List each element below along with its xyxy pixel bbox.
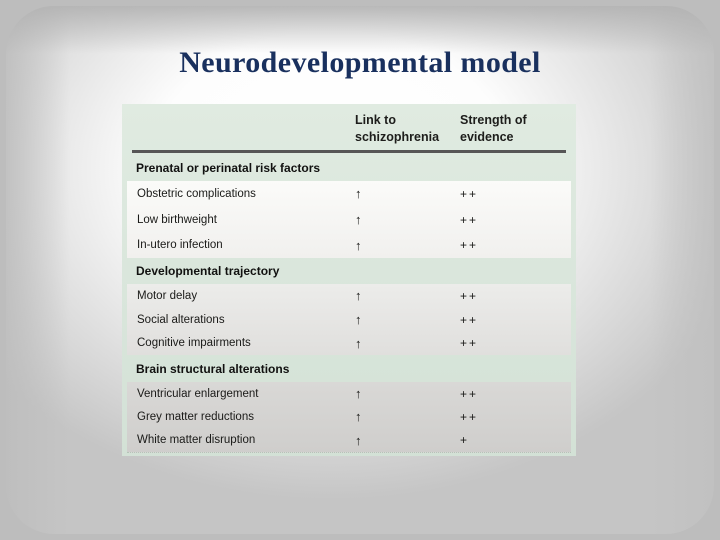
- up-arrow-icon: ↑: [355, 186, 362, 202]
- strength-value: ++: [460, 186, 479, 201]
- table-row: Cognitive impairments ↑ ++: [127, 331, 571, 355]
- strength-value: ++: [460, 288, 479, 303]
- column-header-strength-of-evidence: Strength of evidence: [460, 113, 527, 144]
- evidence-table: Link to schizophrenia Strength of eviden…: [122, 104, 576, 456]
- strength-value: ++: [460, 212, 479, 227]
- row-group-developmental: Motor delay ↑ ++ Social alterations ↑ ++…: [127, 284, 571, 355]
- risk-factor-label: Motor delay: [137, 289, 198, 302]
- risk-factor-label: Ventricular enlargement: [137, 387, 259, 400]
- up-arrow-icon: ↑: [355, 386, 362, 402]
- risk-factor-label: White matter disruption: [137, 434, 256, 447]
- row-group-brain-structural: Ventricular enlargement ↑ ++ Grey matter…: [127, 382, 571, 453]
- risk-factor-label: In-utero infection: [137, 239, 223, 252]
- section-header-prenatal: Prenatal or perinatal risk factors: [136, 160, 321, 175]
- column-header-link-to-schizophrenia: Link to schizophrenia: [355, 113, 440, 144]
- table-row: Obstetric complications ↑ ++: [127, 181, 571, 207]
- table-row: Ventricular enlargement ↑ ++: [127, 382, 571, 405]
- table-row: Grey matter reductions ↑ ++: [127, 405, 571, 428]
- strength-value: ++: [460, 409, 479, 424]
- up-arrow-icon: ↑: [355, 288, 362, 304]
- row-group-prenatal: Obstetric complications ↑ ++ Low birthwe…: [127, 181, 571, 258]
- risk-factor-label: Grey matter reductions: [137, 410, 254, 423]
- table-row: Motor delay ↑ ++: [127, 284, 571, 308]
- risk-factor-label: Cognitive impairments: [137, 337, 251, 350]
- up-arrow-icon: ↑: [355, 335, 362, 351]
- up-arrow-icon: ↑: [355, 237, 362, 253]
- table-row: In-utero infection ↑ ++: [127, 232, 571, 258]
- up-arrow-icon: ↑: [355, 312, 362, 327]
- table-row: White matter disruption ↑ +: [127, 429, 571, 452]
- strength-value: +: [460, 433, 470, 448]
- up-arrow-icon: ↑: [355, 409, 362, 425]
- strength-value: ++: [460, 386, 479, 401]
- strength-value: ++: [460, 312, 479, 327]
- up-arrow-icon: ↑: [355, 432, 362, 448]
- risk-factor-label: Obstetric complications: [137, 187, 256, 200]
- risk-factor-label: Low birthweight: [137, 213, 217, 226]
- strength-value: ++: [460, 238, 479, 253]
- strength-value: ++: [460, 336, 479, 351]
- risk-factor-label: Social alterations: [137, 313, 225, 326]
- up-arrow-icon: ↑: [355, 212, 362, 227]
- table-row: Low birthweight ↑ ++: [127, 207, 571, 233]
- slide-title: Neurodevelopmental model: [179, 46, 541, 79]
- table-row: Social alterations ↑ ++: [127, 308, 571, 332]
- section-header-brain-structural: Brain structural alterations: [136, 361, 290, 376]
- header-rule: [132, 150, 566, 153]
- table-body: Prenatal or perinatal risk factors Obste…: [122, 154, 576, 453]
- section-header-developmental: Developmental trajectory: [136, 264, 280, 278]
